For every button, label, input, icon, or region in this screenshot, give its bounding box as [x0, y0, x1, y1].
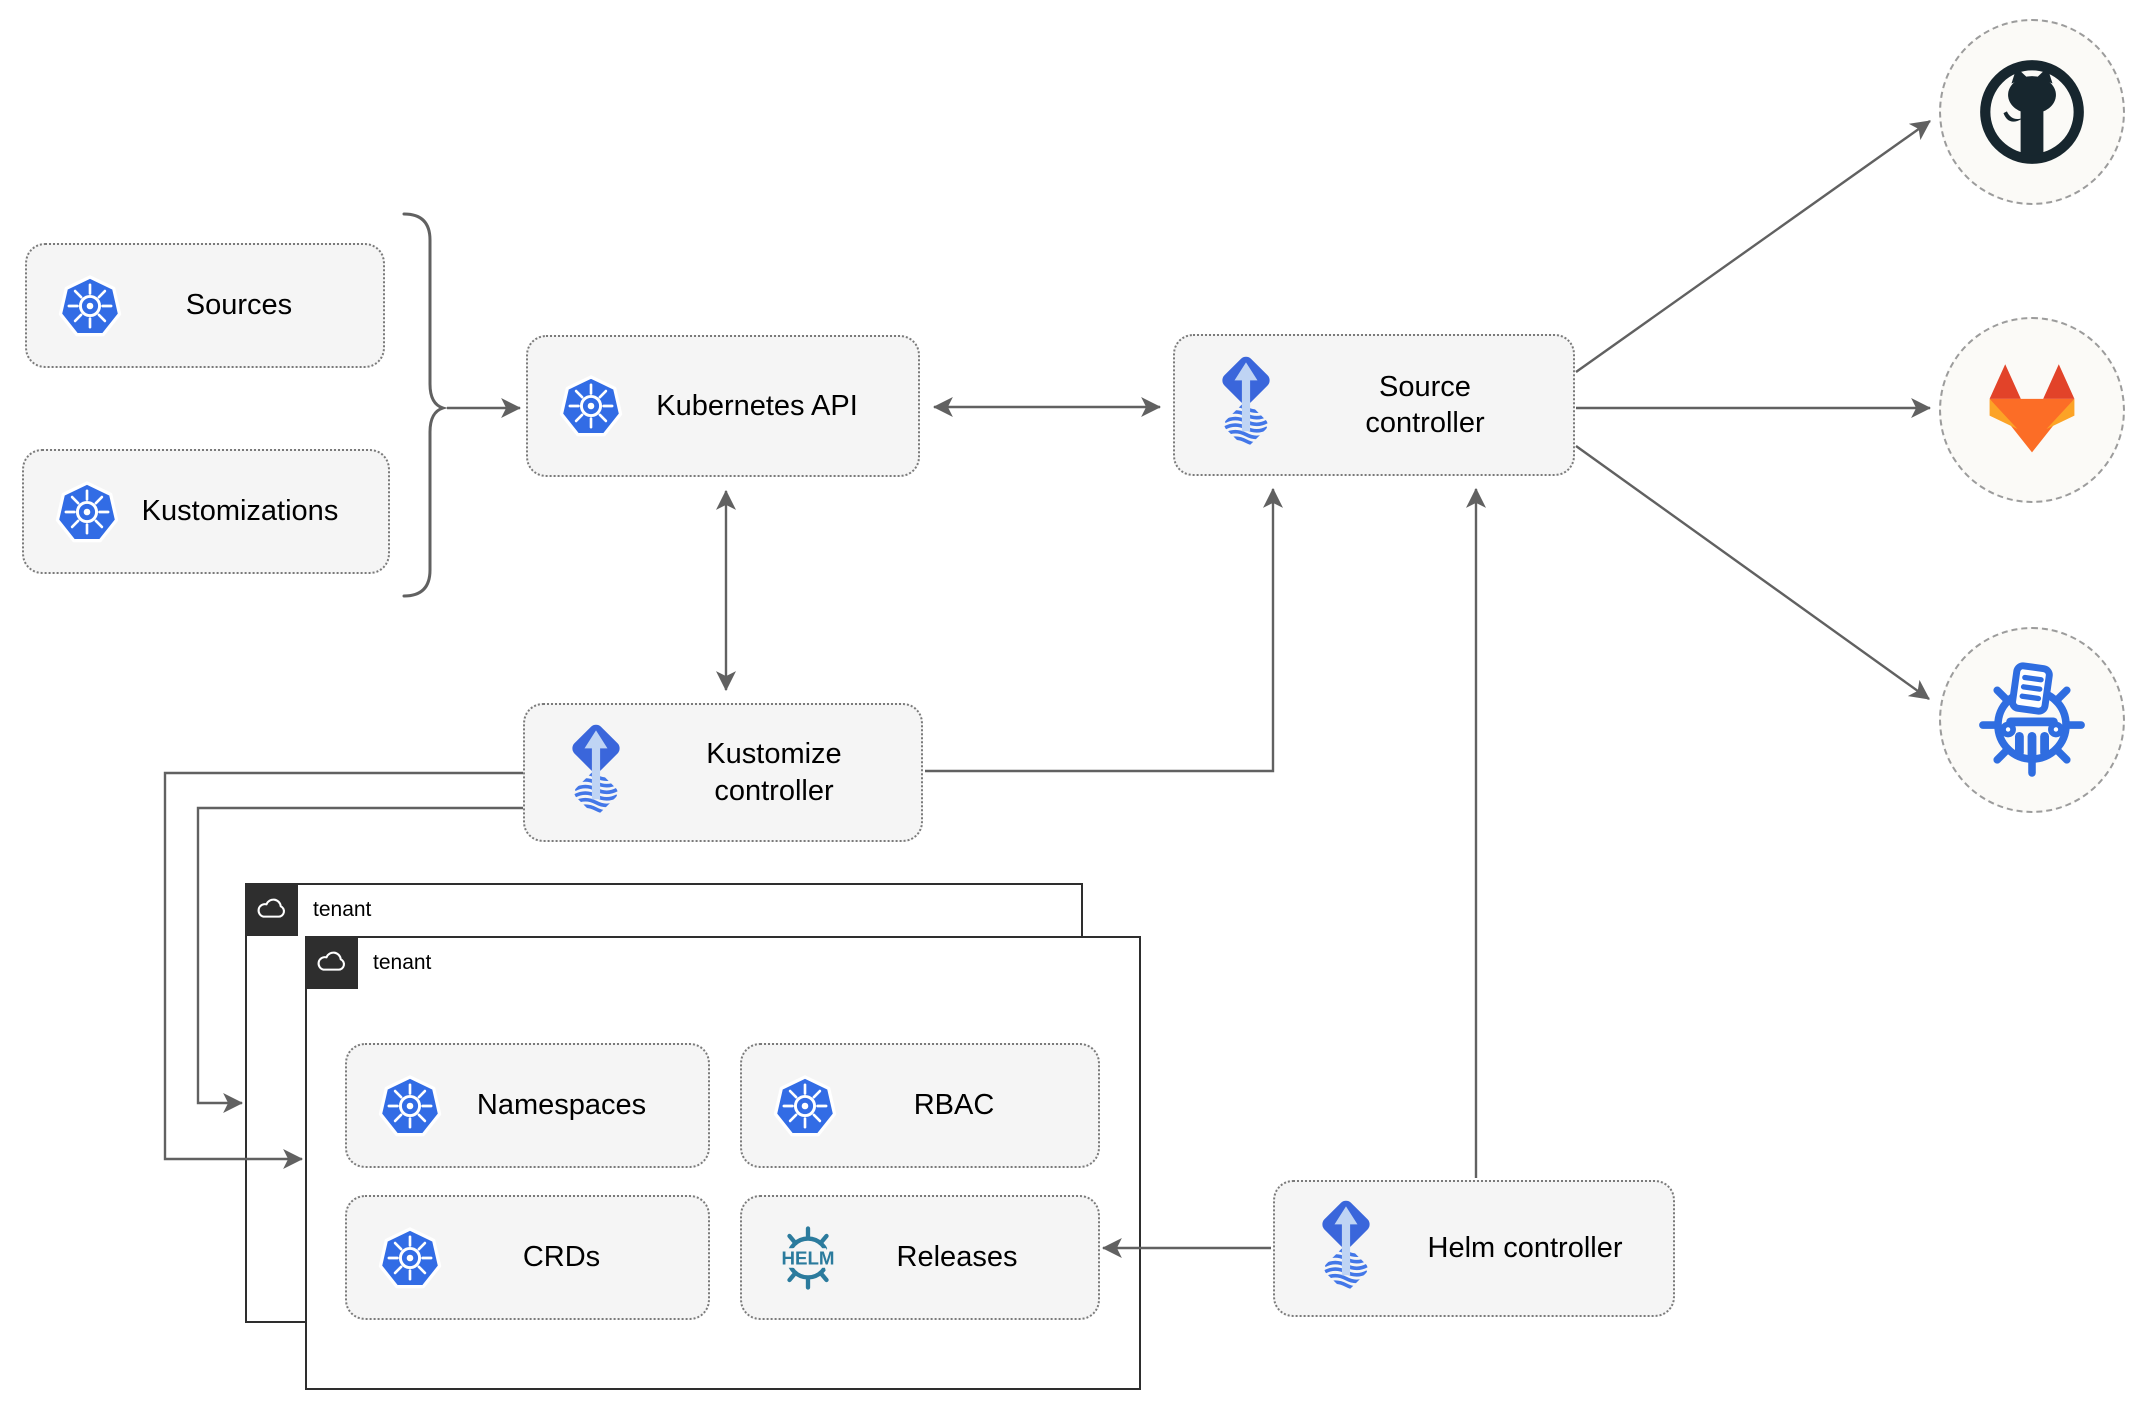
group-brace [402, 212, 449, 598]
node-label: Namespaces [476, 1089, 647, 1122]
helm-logo-text: HELM [781, 1247, 834, 1268]
kubernetes-icon [54, 479, 120, 545]
flux-icon [1205, 352, 1287, 458]
kubernetes-icon [57, 273, 123, 339]
external-gitlab [1939, 317, 2125, 503]
helm-icon: HELM [772, 1222, 844, 1294]
node-label: Source controller [1365, 370, 1485, 439]
node-label: Releases [896, 1241, 1018, 1274]
node-label: RBAC [913, 1089, 995, 1122]
node-label: Helm controller [1427, 1232, 1623, 1265]
node-kustomizations: Kustomizations [22, 449, 390, 574]
node-namespaces: Namespaces [345, 1043, 710, 1168]
gitlab-icon [1976, 362, 2088, 458]
kubernetes-icon [377, 1225, 443, 1291]
node-releases: HELM Releases [740, 1195, 1100, 1320]
node-label: CRDs [522, 1241, 601, 1274]
node-rbac: RBAC [740, 1043, 1100, 1168]
tenant-label: tenant [373, 951, 432, 974]
flux-icon [555, 720, 637, 826]
node-label: Kubernetes API [656, 389, 858, 422]
kubernetes-icon [377, 1073, 443, 1139]
external-github [1939, 19, 2125, 205]
external-helm-chart-repository [1939, 627, 2125, 813]
node-sources: Sources [25, 243, 385, 368]
node-label: Sources [185, 289, 293, 322]
edge-kustomizectrl-sourcectrl [925, 487, 1283, 773]
node-crds: CRDs [345, 1195, 710, 1320]
kubernetes-icon [558, 373, 624, 439]
node-label: Kustomize controller [706, 738, 842, 807]
node-kubernetes-api: Kubernetes API [526, 335, 920, 477]
github-icon [1975, 55, 2089, 169]
edge-sourcectrl-github [1575, 120, 1931, 373]
cloud-icon [304, 935, 358, 989]
flux-icon [1305, 1196, 1387, 1302]
cloud-icon [244, 882, 298, 936]
node-source-controller: Source controller [1173, 334, 1575, 476]
chartmuseum-icon [1969, 657, 2095, 783]
node-helm-controller: Helm controller [1273, 1180, 1675, 1317]
tenant-label: tenant [313, 898, 372, 921]
kubernetes-icon [772, 1073, 838, 1139]
edge-sourcectrl-helmrepo [1575, 445, 1930, 700]
node-label: Kustomizations [141, 495, 339, 528]
node-kustomize-controller: Kustomize controller [523, 703, 923, 842]
